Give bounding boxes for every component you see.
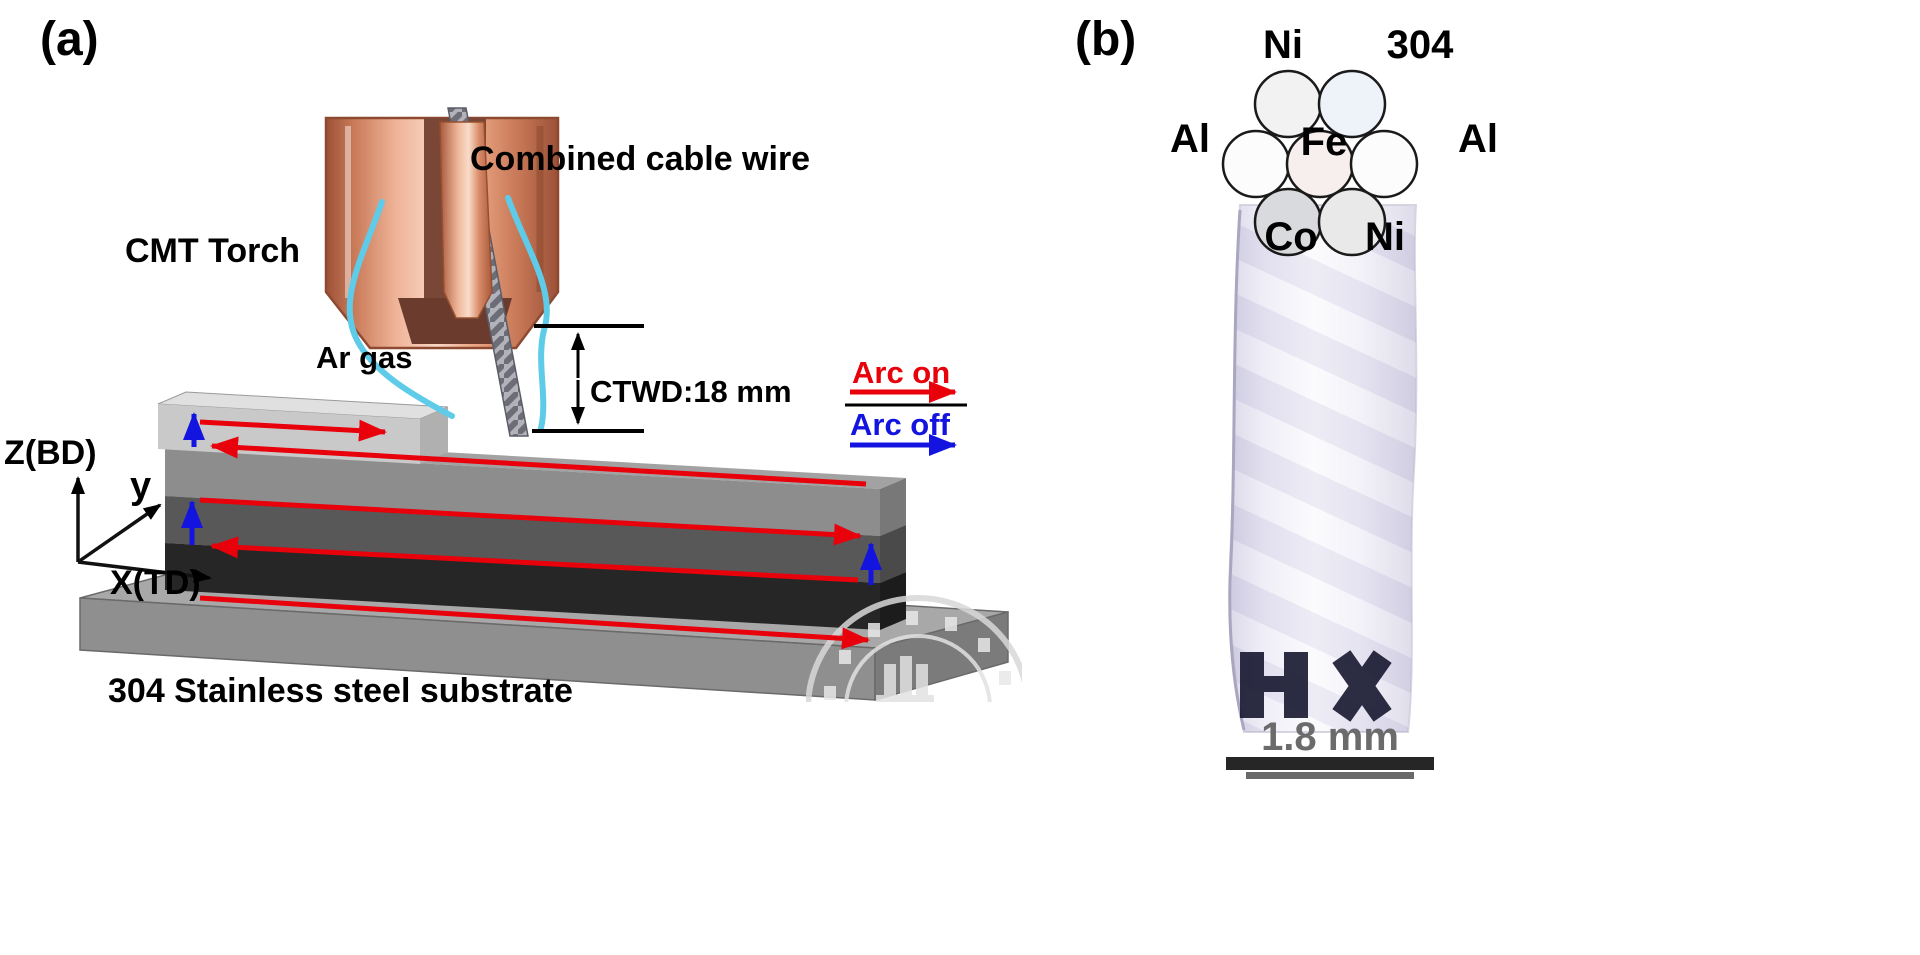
panel-a-label: (a) — [40, 13, 99, 66]
scale-bar-line — [1226, 757, 1434, 770]
strand-label-304: 304 — [1387, 23, 1454, 67]
layer3-front-face — [165, 543, 880, 630]
cmt-torch-label: CMT Torch — [125, 232, 300, 270]
wire-cross-section — [1221, 69, 1419, 257]
torch-mouth-shadow — [398, 298, 512, 344]
deposition-path-arrows — [181, 412, 882, 650]
scale-label: 1.8 mm — [1261, 715, 1399, 759]
watermark-seal — [806, 595, 1022, 702]
seal-outer-ring — [806, 595, 1022, 702]
arc-legend — [845, 381, 967, 456]
axis-y-arrow — [77, 503, 162, 564]
axis-x-arrow — [77, 560, 212, 584]
strand-circle-al-right — [1349, 129, 1419, 199]
combined-cable-wire-label: Combined cable wire — [470, 140, 810, 178]
strand-circle-al-left — [1221, 129, 1291, 199]
twisted-wire — [1228, 204, 1418, 733]
panel-b-label: (b) — [1075, 13, 1136, 66]
layer1-front-face — [165, 449, 880, 536]
strand-label-ni-top: Ni — [1263, 23, 1303, 67]
layer2-front-face — [165, 496, 880, 583]
axis-z-label: Z(BD) — [4, 434, 97, 472]
scale-bar-subtext — [1246, 772, 1414, 779]
ctwd-label: CTWD:18 mm — [590, 374, 792, 409]
scale-bar — [1226, 757, 1434, 779]
contact-tip — [439, 121, 493, 319]
axis-y-label: y — [130, 465, 151, 507]
seal-center-glyph — [876, 656, 934, 702]
arc-on-path-4 — [210, 536, 859, 583]
strand-label-fe: Fe — [1301, 120, 1348, 164]
layer2-right-face — [880, 525, 906, 583]
axis-x-label: X(TD) — [110, 564, 201, 602]
top-layer-right-face — [420, 407, 448, 464]
arc-off-label: Arc off — [850, 407, 951, 442]
seal-ring-glyphs — [824, 611, 1011, 700]
arc-on-label: Arc on — [852, 355, 950, 390]
substrate-label: 304 Stainless steel substrate — [108, 672, 573, 710]
arc-on-path-5 — [199, 595, 870, 650]
layer1-right-face — [880, 478, 906, 536]
cmt-torch — [324, 107, 560, 437]
strand-label-co: Co — [1264, 215, 1317, 259]
strand-circle-304 — [1317, 69, 1387, 139]
gas-flow-right — [505, 195, 550, 431]
strand-label-al-right: Al — [1458, 117, 1498, 161]
watermark-glyphs — [1240, 650, 1392, 722]
arc-on-path-2 — [210, 436, 867, 487]
twisted-wire-left-edge — [1228, 209, 1246, 731]
strand-label-ni-bottom: Ni — [1365, 215, 1405, 259]
strand-label-al-left: Al — [1170, 117, 1210, 161]
coordinate-axes — [71, 476, 212, 584]
arc-on-path-1 — [199, 419, 387, 442]
gas-flow-left — [346, 199, 455, 419]
strand-circle-ni-bottom — [1317, 187, 1387, 257]
arc-on-path-3 — [199, 497, 862, 546]
seal-inner-ring — [844, 634, 992, 702]
ar-gas-label: Ar gas — [316, 340, 412, 375]
ctwd-dimension — [532, 324, 644, 433]
